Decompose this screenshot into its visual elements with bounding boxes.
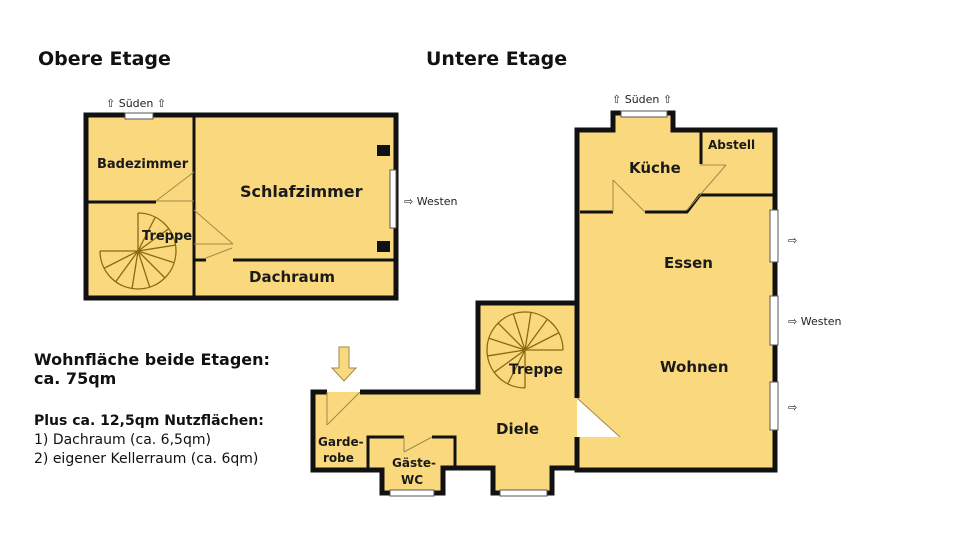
window-south	[124, 112, 154, 120]
door-swings	[326, 164, 727, 453]
room-kitchen: Küche	[629, 159, 681, 177]
chimney-block	[377, 145, 390, 156]
summary-area: ca. 75qm	[34, 369, 117, 388]
window-west	[769, 381, 779, 431]
window-west	[769, 209, 779, 263]
usable-item: 2) eigener Kellerraum (ca. 6qm)	[34, 451, 259, 467]
west-arrow: ⇨	[788, 401, 797, 414]
entrance-arrow-icon	[330, 346, 358, 382]
spiral-stairs-icon	[486, 311, 564, 389]
chimney-block	[377, 241, 390, 252]
stair-step	[524, 312, 532, 351]
south-label: ⇧ Süden ⇧	[612, 93, 672, 106]
upper-floor-plan: Badezimmer Schlafzimmer Treppe Dachraum …	[83, 97, 458, 301]
heading-lower-floor: Untere Etage	[426, 48, 568, 70]
stair-step	[137, 244, 176, 252]
usable-title: Plus ca. 12,5qm Nutzflächen:	[34, 413, 264, 429]
stair-step	[497, 322, 526, 351]
heading-upper-floor: Obere Etage	[38, 48, 171, 70]
stair-step	[524, 332, 560, 351]
room-stairs: Treppe	[142, 229, 192, 244]
usable-area-summary: Plus ca. 12,5qm Nutzflächen: 1) Dachraum…	[34, 412, 264, 469]
window-south	[620, 110, 668, 118]
stair-step	[507, 349, 526, 385]
west-label: ⇨ Westen	[404, 195, 458, 208]
stair-step	[493, 349, 526, 373]
window-west	[769, 295, 779, 346]
usable-item: 1) Dachraum (ca. 6,5qm)	[34, 432, 211, 448]
room-wc: WC	[401, 473, 423, 487]
lower-floor-plan: Küche Abstell Essen Wohnen Treppe Diele …	[310, 93, 842, 497]
stair-step	[131, 250, 139, 289]
room-bath: Badezimmer	[97, 157, 189, 172]
room-wc: Gäste-	[392, 456, 436, 470]
stair-step	[137, 216, 156, 252]
stair-step	[137, 250, 166, 279]
room-storage: Abstell	[708, 138, 755, 152]
room-bedroom: Schlafzimmer	[240, 182, 363, 201]
window-hall	[499, 489, 548, 497]
stair-step	[488, 337, 526, 351]
stair-step	[137, 250, 175, 264]
room-wardrobe: robe	[323, 451, 354, 465]
room-attic: Dachraum	[249, 268, 335, 286]
west-arrow: ⇨	[788, 234, 797, 247]
room-dining: Essen	[664, 254, 713, 272]
stair-step	[103, 250, 139, 269]
stair-step	[524, 318, 548, 351]
stair-step	[512, 313, 526, 351]
stair-step	[487, 349, 526, 357]
window-west	[389, 169, 397, 229]
stair-step	[115, 250, 139, 283]
door-swings	[155, 171, 234, 259]
room-stairs: Treppe	[509, 362, 563, 378]
west-label: ⇨ Westen	[788, 315, 842, 328]
south-label: ⇧ Süden ⇧	[106, 97, 166, 110]
living-area-summary: Wohnfläche beide Etagen: ca. 75qm	[34, 350, 270, 388]
stair-step	[137, 228, 170, 252]
room-living: Wohnen	[660, 358, 729, 376]
window-wc	[389, 489, 435, 497]
spiral-stairs-icon	[99, 212, 177, 290]
summary-title: Wohnfläche beide Etagen:	[34, 350, 270, 369]
room-wardrobe: Garde-	[318, 435, 364, 449]
stair-step	[137, 250, 151, 288]
room-hall: Diele	[496, 420, 539, 438]
